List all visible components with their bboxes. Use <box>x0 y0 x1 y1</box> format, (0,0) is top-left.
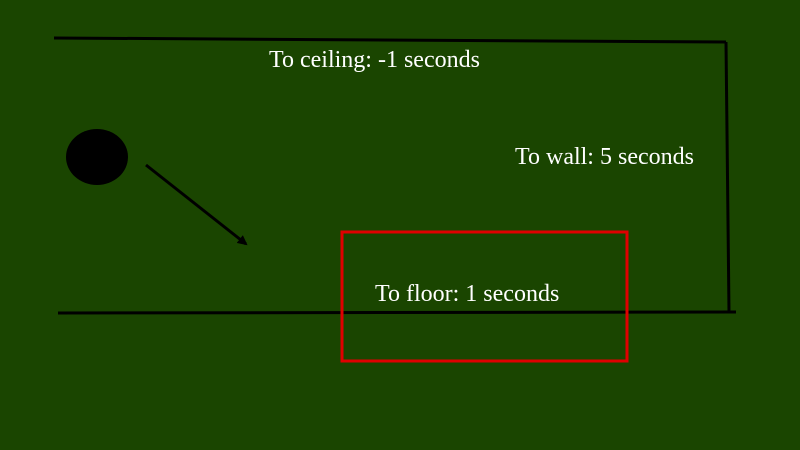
floor-time-label: To floor: 1 seconds <box>375 281 560 307</box>
velocity-arrow <box>145 163 248 246</box>
ceiling-line <box>53 36 727 44</box>
wall-line <box>724 41 731 313</box>
floor-line <box>57 310 737 315</box>
ball <box>66 129 128 185</box>
highlight-box <box>340 230 629 363</box>
ceiling-time-label: To ceiling: -1 seconds <box>269 47 480 73</box>
wall-time-label: To wall: 5 seconds <box>515 144 694 170</box>
